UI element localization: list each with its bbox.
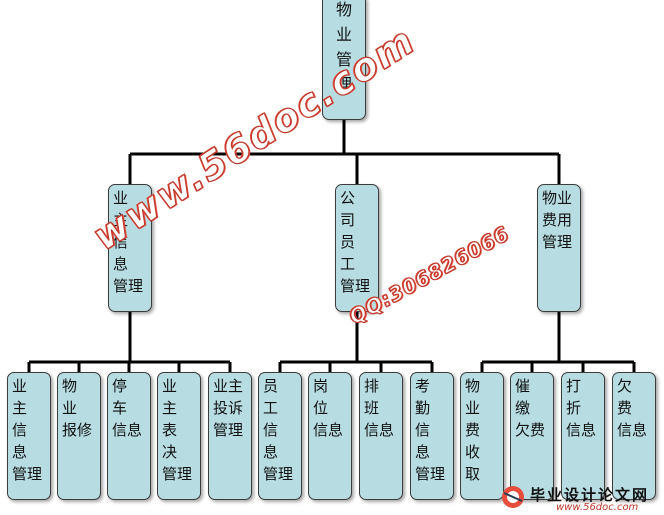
leaf-staff-info-management: 员 工 信 息 管理 [258,372,302,500]
node-label: 员 工 信 息 管理 [263,377,294,483]
logo-emblem-icon [502,486,524,508]
node-label: 物 业 费 收 取 [465,377,481,483]
leaf-discount-info: 打 折 信息 [561,372,605,500]
node-label: 物 业 报修 [62,377,93,439]
node-label: 欠 费 信息 [617,377,648,439]
node-label: 业 主 信 息 管理 [113,189,144,295]
leaf-repair-request: 物 业 报修 [57,372,101,500]
node-label: 公 司 员 工 管理 [340,189,371,295]
leaf-position-info: 岗 位 信息 [308,372,352,500]
node-property-management: 物 业 管 理 [322,0,366,120]
leaf-complaint-management: 业主 投诉 管理 [208,372,252,500]
node-label: 业 主 表 决 管理 [162,377,193,483]
logo-title: 毕业设计论文网 [530,486,650,504]
node-label: 停 车 信息 [112,377,143,439]
node-fee-management: 物业 费用 管理 [537,184,581,312]
node-label: 考 勤 信 息 管理 [415,377,446,483]
leaf-arrears-info: 欠 费 信息 [612,372,656,500]
node-label: 物业 费用 管理 [542,189,573,251]
site-logo: 毕业设计论文网 www.56doc.com [500,484,664,515]
node-owner-info-management: 业 主 信 息 管理 [108,184,152,312]
node-label: 业 主 信 息 管理 [12,377,43,483]
logo-url: www.56doc.com [556,502,639,513]
leaf-arrears-reminder: 催 缴 欠费 [510,372,554,500]
leaf-fee-collection: 物 业 费 收 取 [460,372,504,500]
leaf-attendance-management: 考 勤 信 息 管理 [410,372,454,500]
leaf-owner-vote-management: 业 主 表 决 管理 [157,372,201,500]
node-label: 业主 投诉 管理 [213,377,244,439]
leaf-shift-info: 排 班 信息 [359,372,403,500]
node-label: 岗 位 信息 [313,377,344,439]
node-label: 排 班 信息 [364,377,395,439]
leaf-owner-info-management: 业 主 信 息 管理 [7,372,51,500]
leaf-parking-info: 停 车 信息 [107,372,151,500]
node-label: 打 折 信息 [566,377,597,439]
node-staff-management: 公 司 员 工 管理 [335,184,379,312]
node-label: 物 业 管 理 [335,0,352,94]
node-label: 催 缴 欠费 [515,377,546,439]
